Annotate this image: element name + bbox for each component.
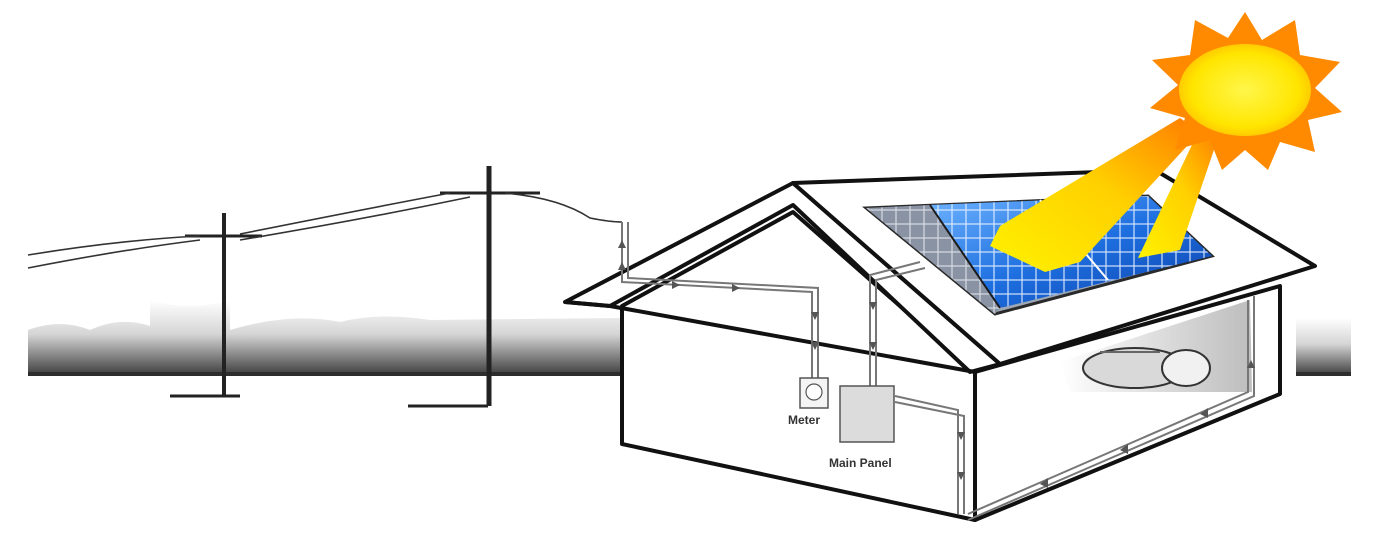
sunlight-beams (990, 118, 1220, 272)
sun-icon (1150, 12, 1342, 170)
flow-arrows (618, 240, 1255, 488)
breaker-panel-icon (839, 385, 895, 443)
electrical-wiring (621, 222, 1255, 521)
meter-label: Meter (788, 413, 820, 427)
main-panel-label: Main Panel (829, 456, 892, 470)
power-lines (27, 192, 623, 269)
electric-meter-icon (799, 377, 829, 409)
appliance-icon (1082, 347, 1211, 389)
horizon-band (28, 300, 1351, 376)
utility-pole-icon (408, 166, 540, 408)
